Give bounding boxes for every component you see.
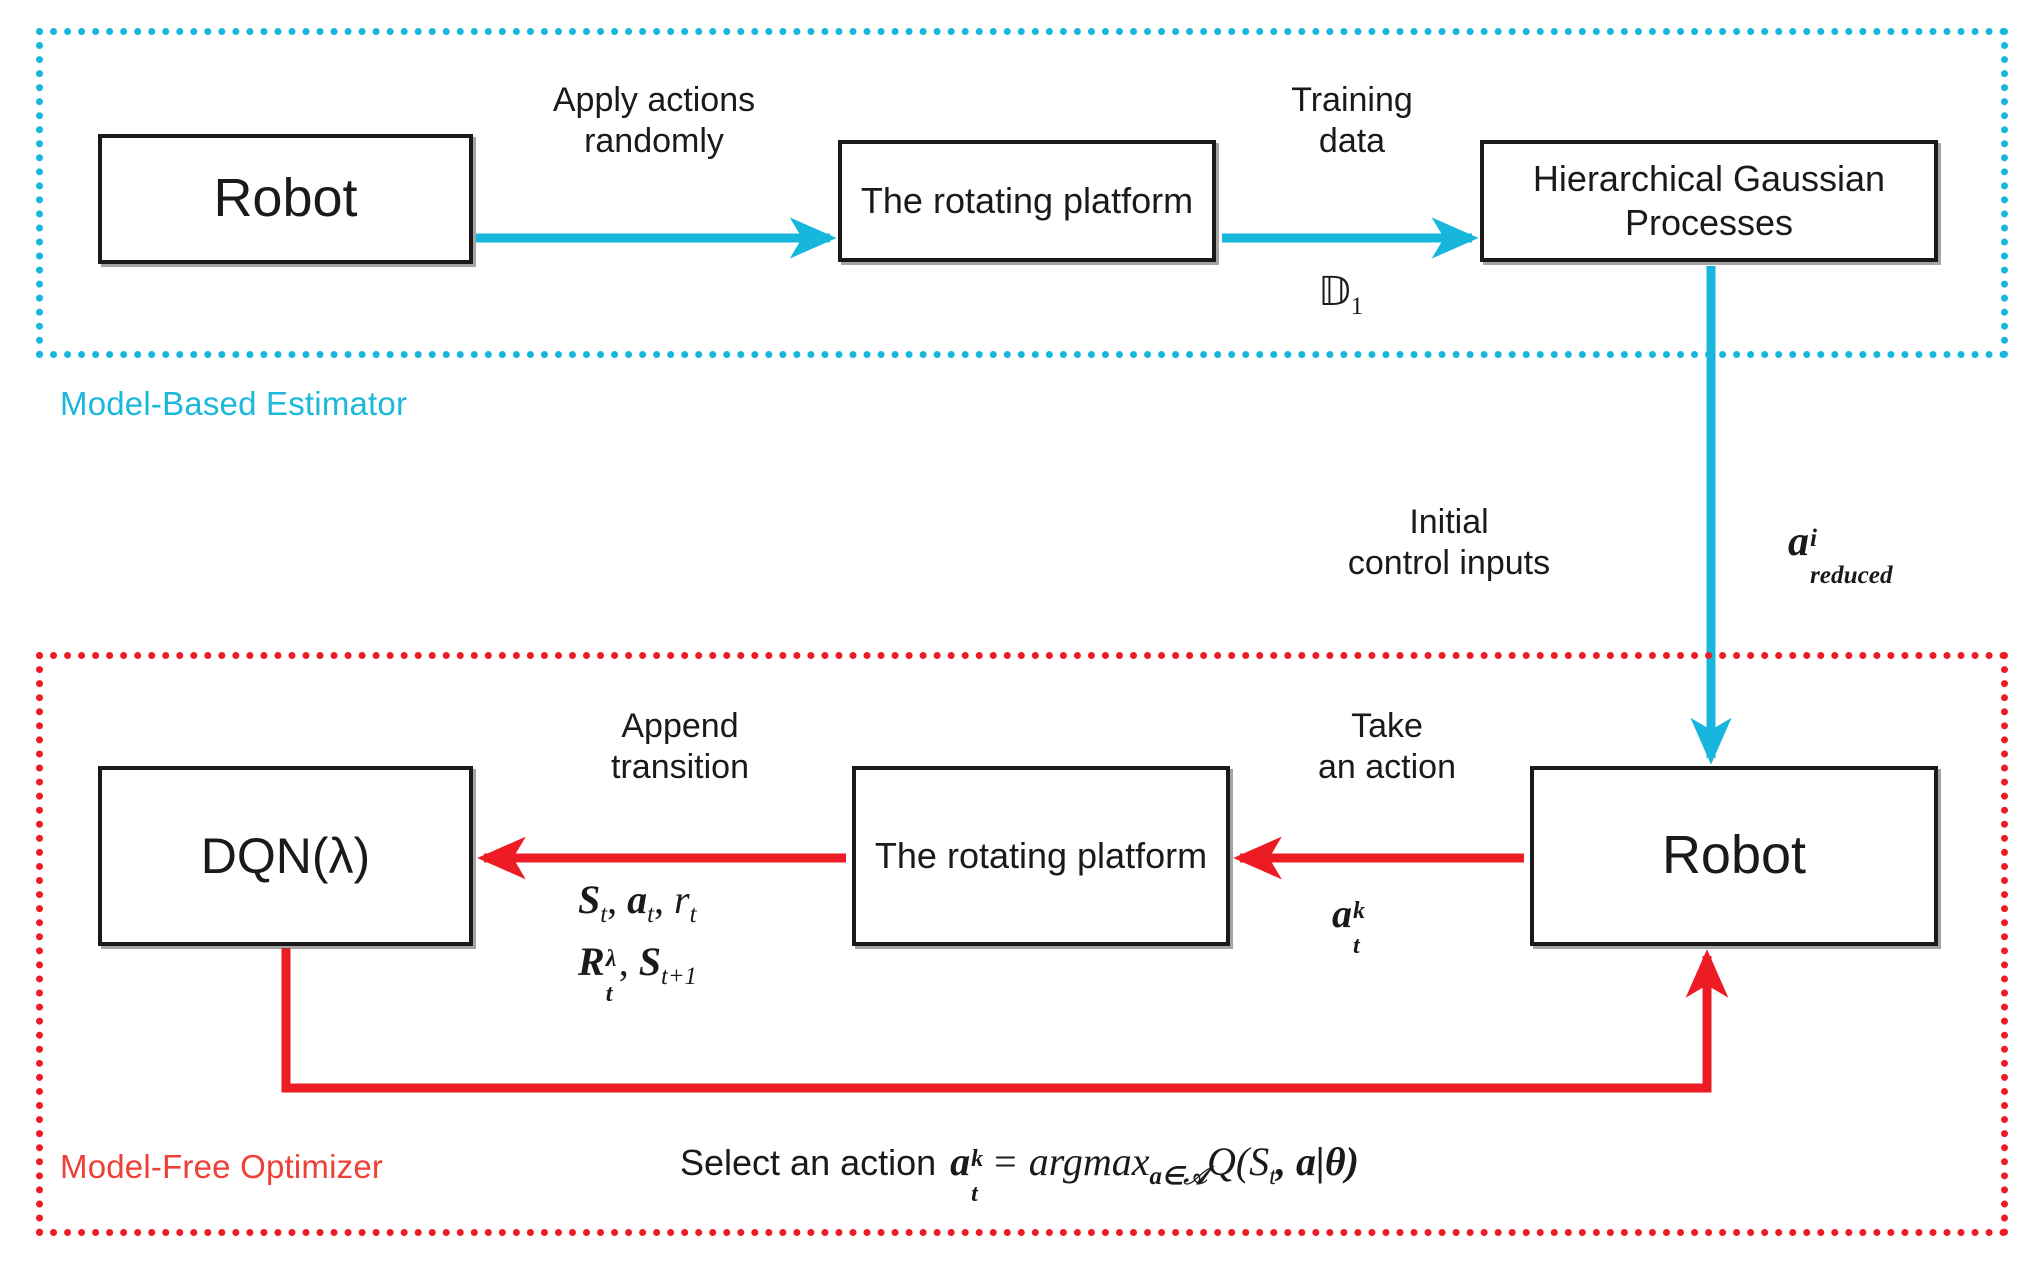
label-initial-control-inputs: Initial control inputs (1347, 503, 1551, 583)
math-d1-base: 𝔻 (1318, 269, 1351, 314)
box-hierarchical-gaussian-processes[interactable]: Hierarchical Gaussian Processes (1480, 140, 1938, 262)
formula-prefix: Select an action (680, 1142, 937, 1183)
formula-equals: = (994, 1139, 1017, 1184)
group-label-model-free-optimizer: Model-Free Optimizer (60, 1148, 384, 1185)
group-label-model-based-estimator: Model-Based Estimator (60, 385, 408, 422)
box-rotating-platform-top[interactable]: The rotating platform (838, 140, 1216, 262)
formula-lhs-sup: k (971, 1146, 984, 1173)
box-robot-top-label: Robot (213, 168, 358, 229)
math-label-transition-line1: St, at, rt (578, 877, 697, 928)
label-take-an-action: Take an action (1318, 707, 1456, 787)
label-append-transition: Append transition (611, 707, 749, 787)
formula-operator: argmax (1028, 1139, 1150, 1184)
box-robot-bottom-label: Robot (1661, 825, 1807, 886)
box-rotating-platform-top-label: The rotating platform (860, 180, 1194, 222)
box-hierarchical-gaussian-processes-label: Hierarchical Gaussian Processes (1532, 158, 1886, 243)
math-a-reduced-sub: reduced (1810, 561, 1893, 589)
math-atk-base: a (1332, 891, 1352, 936)
box-rotating-platform-bottom-label: The rotating platform (874, 835, 1208, 877)
box-dqn-lambda[interactable]: DQN(λ) (98, 766, 473, 946)
math-a-reduced-base: a (1788, 519, 1809, 565)
math-d1-sub: 1 (1350, 293, 1364, 320)
formula-rhs-sub: t (1269, 1163, 1277, 1190)
group-model-free-optimizer (36, 652, 2008, 1236)
box-rotating-platform-bottom[interactable]: The rotating platform (852, 766, 1230, 946)
formula-rhs: Q(S (1206, 1139, 1270, 1184)
math-a-reduced-sup: i (1810, 525, 1817, 553)
math-atk-sub: t (1353, 933, 1360, 960)
group-model-based-estimator (36, 28, 2008, 358)
math-label-training-dataset: 𝔻1 (1318, 268, 1363, 321)
math-atk-sup: k (1353, 898, 1365, 925)
formula-lhs-sub: t (971, 1181, 978, 1208)
label-apply-actions-randomly: Apply actions randomly (552, 81, 756, 161)
box-robot-bottom[interactable]: Robot (1530, 766, 1938, 946)
formula-operator-sub: a∈𝒜 (1149, 1163, 1207, 1190)
label-training-data: Training data (1291, 81, 1413, 161)
formula-rhs-tail: , a|θ) (1276, 1139, 1359, 1184)
formula-lhs-base: a (950, 1139, 971, 1184)
box-robot-top[interactable]: Robot (98, 134, 473, 264)
box-dqn-lambda-label: DQN(λ) (200, 827, 371, 884)
